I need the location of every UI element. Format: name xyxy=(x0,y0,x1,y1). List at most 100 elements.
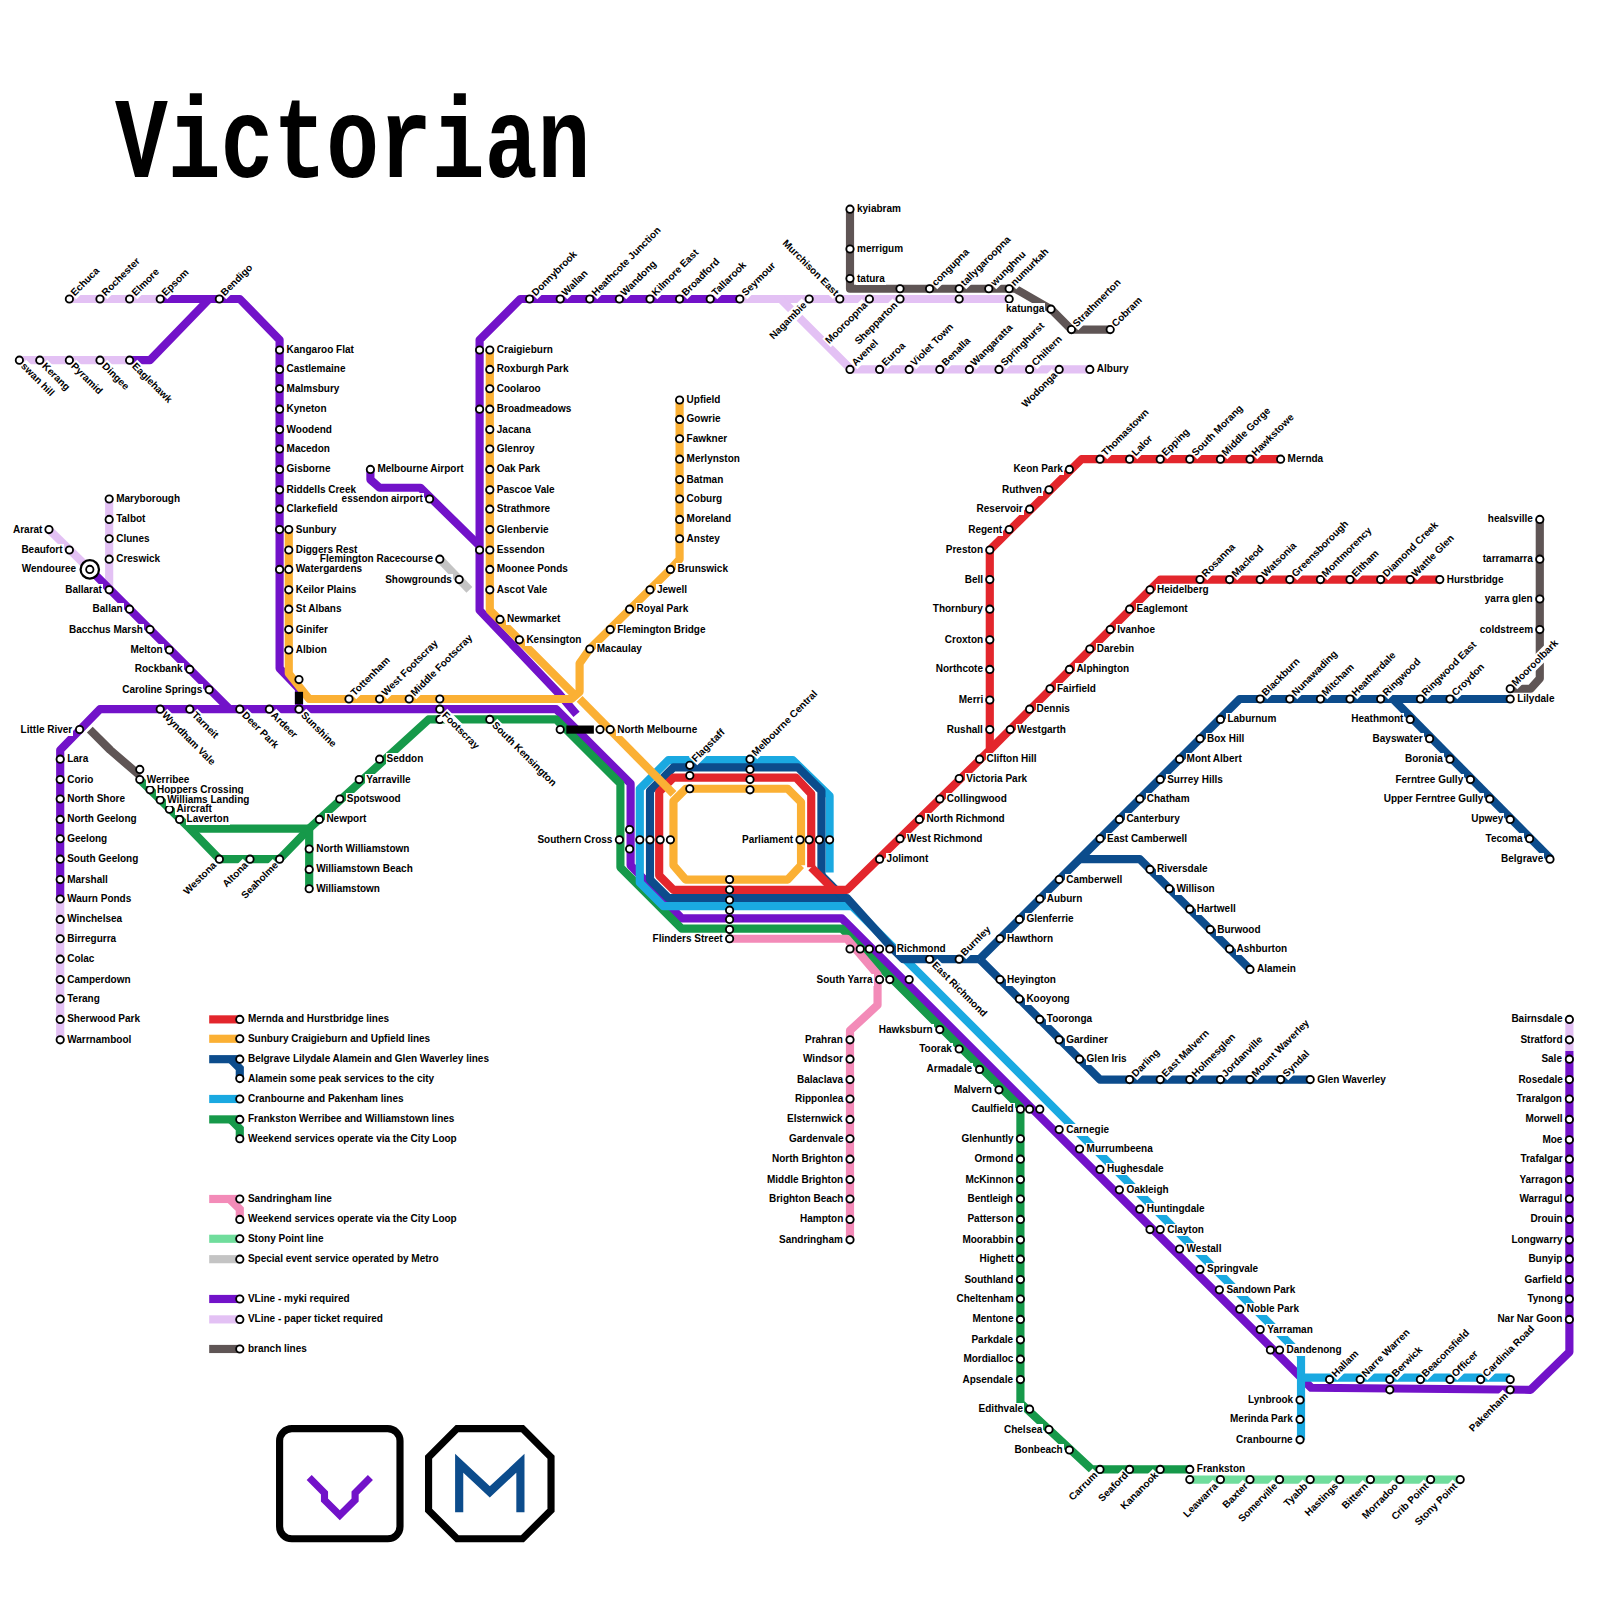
station-label: Ararat xyxy=(12,524,43,536)
station-dot xyxy=(836,295,843,302)
legend-dot xyxy=(236,1075,243,1082)
station-label: Castlemaine xyxy=(286,363,347,375)
station-dot xyxy=(557,726,564,733)
station-dot xyxy=(1056,1036,1063,1043)
station-label: Alphington xyxy=(1075,663,1130,675)
station-label: Heidelberg xyxy=(1156,584,1210,596)
station-label: Laburnum xyxy=(1226,713,1277,725)
station-dot xyxy=(276,566,283,573)
station-dot xyxy=(166,806,173,813)
station-label: Broadmeadows xyxy=(496,403,572,415)
station-label: Albury xyxy=(1096,363,1130,375)
station-label: Sunbury xyxy=(295,524,338,536)
station-dot xyxy=(106,556,113,563)
station-dot xyxy=(57,835,64,842)
station-label: Leawarra xyxy=(1181,1479,1222,1520)
route-line xyxy=(130,299,210,360)
station-label: Pakenham xyxy=(1466,1390,1511,1435)
station-label: Talbot xyxy=(115,513,146,525)
station-dot xyxy=(57,935,64,942)
station-dot xyxy=(1026,506,1033,513)
station-label: Sandown Park xyxy=(1225,1284,1296,1296)
route-line xyxy=(640,760,1301,1440)
station-dot xyxy=(186,666,193,673)
station-label: Moonee Ponds xyxy=(496,563,569,575)
station-label: Carnegie xyxy=(1065,1124,1110,1136)
route-line xyxy=(580,699,674,794)
station-dot xyxy=(1507,695,1514,702)
station-dot xyxy=(1026,366,1033,373)
station-dot xyxy=(1026,706,1033,713)
station-label: Moe xyxy=(1541,1134,1563,1146)
station-dot xyxy=(1217,1476,1224,1483)
metro-logo-frame xyxy=(429,1429,551,1539)
legend-swatch xyxy=(209,1035,240,1043)
station-label: Hawksburn xyxy=(878,1024,934,1036)
station-label: Highett xyxy=(978,1253,1014,1265)
station-dot xyxy=(636,836,643,843)
station-label: Beaufort xyxy=(20,544,63,556)
station-dot xyxy=(846,206,853,213)
station-label: Merri xyxy=(958,694,984,706)
station-dot xyxy=(1126,1076,1133,1083)
station-dot xyxy=(276,506,283,513)
station-dot xyxy=(926,285,933,292)
station-dot xyxy=(1446,1376,1453,1383)
station-dot xyxy=(1146,586,1153,593)
station-label: Ashburton xyxy=(1236,943,1289,955)
station-dot xyxy=(1407,716,1414,723)
station-dot xyxy=(336,795,343,802)
station-label: Trafalgar xyxy=(1519,1153,1563,1165)
route-line xyxy=(295,692,303,704)
station-label: Eaglemont xyxy=(1136,603,1189,615)
station-dot xyxy=(486,406,493,413)
station-dot xyxy=(1186,1466,1193,1473)
station-dot xyxy=(1246,456,1253,463)
station-label: Roxburgh Park xyxy=(496,363,570,375)
station-label: Boronia xyxy=(1404,753,1444,765)
station-dot xyxy=(1326,1376,1333,1383)
station-label: Dandenong xyxy=(1286,1344,1343,1356)
station-label: Mordialloc xyxy=(962,1353,1014,1365)
station-label: Reservoir xyxy=(976,503,1024,515)
station-label: Gardenvale xyxy=(788,1133,844,1145)
station-label: Bacchus Marsh xyxy=(68,624,144,636)
station-dot xyxy=(846,245,853,252)
station-label: Kooyong xyxy=(1025,993,1070,1005)
station-dot xyxy=(1286,695,1293,702)
station-dot xyxy=(676,476,683,483)
metro-logo-mark xyxy=(459,1463,520,1512)
station-dot xyxy=(106,516,113,523)
station-dot xyxy=(676,396,683,403)
legend-dot xyxy=(236,1295,243,1302)
station-dot xyxy=(926,956,933,963)
route-line xyxy=(289,400,680,699)
route-line xyxy=(781,299,1090,369)
station-label: Birregurra xyxy=(66,933,117,945)
station-dot xyxy=(616,295,623,302)
station-label: Flemington Racecourse xyxy=(319,553,434,565)
station-dot xyxy=(1157,1076,1164,1083)
station-dot xyxy=(1017,1295,1024,1302)
legend-dot xyxy=(236,1195,243,1202)
station-label: Victoria Park xyxy=(965,773,1028,785)
station-label: Morwell xyxy=(1524,1113,1563,1125)
station-dot xyxy=(1277,1076,1284,1083)
station-label: Westall xyxy=(1186,1243,1223,1255)
station-dot xyxy=(1107,326,1114,333)
station-label: Kangaroo Flat xyxy=(286,344,355,356)
station-dot xyxy=(276,526,283,533)
station-label: Watergardens xyxy=(295,563,363,575)
station-label: Clayton xyxy=(1166,1224,1205,1236)
station-dot xyxy=(306,866,313,873)
station-label: Brunswick xyxy=(676,563,729,575)
station-label: Jewell xyxy=(656,584,688,596)
station-dot xyxy=(57,856,64,863)
station-dot xyxy=(557,295,564,302)
station-dot xyxy=(846,1216,853,1223)
station-label: North Melbourne xyxy=(616,724,698,736)
legend-swatch xyxy=(209,1255,240,1263)
station-dot xyxy=(276,385,283,392)
station-dot xyxy=(106,535,113,542)
station-dot xyxy=(1386,1376,1393,1383)
